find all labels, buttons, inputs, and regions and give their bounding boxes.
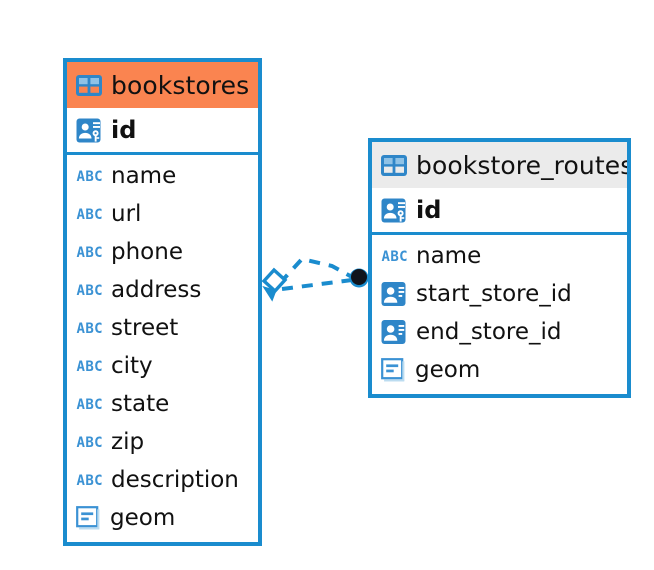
field-label: description: [111, 467, 239, 493]
field-label: id: [416, 196, 442, 224]
entity-bookstore-routes[interactable]: bookstore_routes id: [368, 138, 631, 398]
abc-text-icon: ABC: [76, 282, 103, 299]
field-row-phone[interactable]: ABC phone: [67, 233, 258, 271]
field-row-description[interactable]: ABC description: [67, 461, 258, 499]
field-row-state[interactable]: ABC state: [67, 385, 258, 423]
field-label: street: [111, 315, 179, 341]
field-label: address: [111, 277, 202, 303]
relationship-line-end-store[interactable]: [281, 278, 353, 291]
entity-title: bookstore_routes: [416, 150, 631, 180]
abc-text-icon: ABC: [76, 168, 103, 185]
field-label: start_store_id: [416, 281, 572, 307]
geometry-icon: [76, 506, 101, 530]
field-label: end_store_id: [416, 319, 562, 345]
table-icon: [76, 74, 102, 96]
field-label: url: [111, 201, 142, 227]
primary-key-icon: [76, 117, 103, 144]
field-row-name[interactable]: ABC name: [67, 157, 258, 195]
field-list-bookstore-routes: ABC name start_store_id: [372, 235, 627, 389]
geometry-icon: [381, 358, 406, 382]
field-label: state: [111, 391, 170, 417]
field-row-zip[interactable]: ABC zip: [67, 423, 258, 461]
open-diamond-marker: [261, 267, 288, 302]
svg-text:ABC: ABC: [77, 321, 103, 337]
field-label: geom: [110, 505, 176, 531]
svg-text:ABC: ABC: [77, 397, 103, 413]
field-row-city[interactable]: ABC city: [67, 347, 258, 385]
field-list-bookstores: ABC name ABC url ABC p: [67, 155, 258, 537]
svg-text:ABC: ABC: [382, 249, 408, 265]
field-row-geom[interactable]: geom: [67, 499, 258, 537]
field-label: city: [111, 353, 153, 379]
field-row-end-store-id[interactable]: end_store_id: [372, 313, 627, 351]
field-row-street[interactable]: ABC street: [67, 309, 258, 347]
relationship-line-start-store[interactable]: [278, 256, 353, 285]
abc-text-icon: ABC: [381, 248, 408, 265]
field-row-name[interactable]: ABC name: [372, 237, 627, 275]
field-row-id[interactable]: id: [372, 188, 627, 235]
abc-text-icon: ABC: [76, 244, 103, 261]
abc-text-icon: ABC: [76, 206, 103, 223]
field-row-geom[interactable]: geom: [372, 351, 627, 389]
abc-text-icon: ABC: [76, 320, 103, 337]
entity-title: bookstores: [111, 70, 250, 100]
field-row-address[interactable]: ABC address: [67, 271, 258, 309]
field-row-url[interactable]: ABC url: [67, 195, 258, 233]
field-label: phone: [111, 239, 183, 265]
field-label: geom: [415, 357, 481, 383]
field-label: zip: [111, 429, 145, 455]
field-row-start-store-id[interactable]: start_store_id: [372, 275, 627, 313]
entity-header-bookstore-routes[interactable]: bookstore_routes: [372, 142, 627, 188]
entity-header-bookstores[interactable]: bookstores: [67, 62, 258, 108]
svg-text:ABC: ABC: [77, 283, 103, 299]
svg-text:ABC: ABC: [77, 207, 103, 223]
filled-circle-marker: [349, 268, 369, 288]
abc-text-icon: ABC: [76, 358, 103, 375]
abc-text-icon: ABC: [76, 396, 103, 413]
primary-key-icon: [381, 197, 408, 224]
svg-text:ABC: ABC: [77, 169, 103, 185]
field-row-id[interactable]: id: [67, 108, 258, 155]
field-label: name: [416, 243, 482, 269]
field-label: name: [111, 163, 177, 189]
svg-text:ABC: ABC: [77, 473, 103, 489]
abc-text-icon: ABC: [76, 472, 103, 489]
svg-text:ABC: ABC: [77, 435, 103, 451]
svg-text:ABC: ABC: [77, 245, 103, 261]
foreign-key-icon: [381, 281, 407, 307]
abc-text-icon: ABC: [76, 434, 103, 451]
foreign-key-icon: [381, 319, 407, 345]
svg-text:ABC: ABC: [77, 359, 103, 375]
table-icon: [381, 154, 407, 176]
entity-bookstores[interactable]: bookstores id: [63, 58, 262, 546]
field-label: id: [111, 116, 137, 144]
